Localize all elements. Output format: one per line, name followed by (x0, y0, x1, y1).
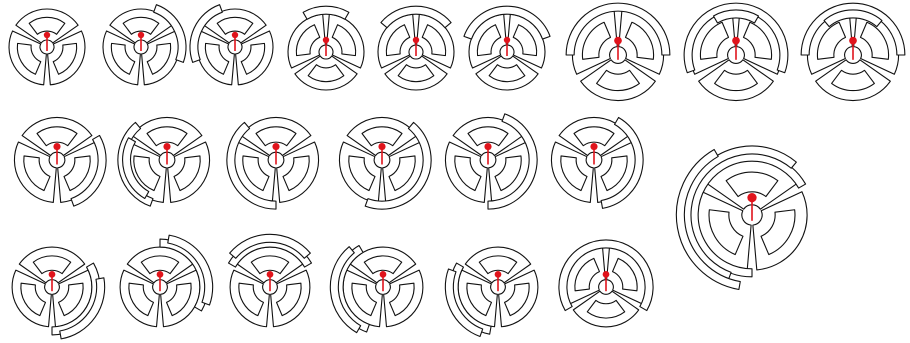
red-pin-icon (138, 32, 144, 51)
red-pin-icon (603, 271, 610, 291)
maze-puzzle (103, 5, 186, 85)
red-pin-icon (53, 143, 60, 165)
pin-head (747, 193, 756, 202)
maze-puzzle (339, 117, 431, 209)
maze-puzzle (445, 247, 538, 336)
red-pin-icon (44, 32, 50, 51)
maze-puzzle (227, 117, 319, 209)
pin-head (49, 271, 56, 278)
maze-puzzle (551, 117, 643, 208)
pin-head (603, 271, 610, 278)
pin-head (590, 143, 597, 150)
maze-puzzle (12, 247, 105, 339)
red-pin-icon (378, 143, 385, 165)
pin-head (138, 32, 144, 38)
maze-puzzle (330, 246, 423, 333)
red-pin-icon (380, 271, 387, 291)
maze-puzzle (190, 5, 273, 85)
red-pin-icon (267, 271, 274, 291)
pin-head (732, 37, 740, 45)
maze-puzzle (14, 117, 106, 206)
red-pin-icon (504, 37, 510, 56)
red-pin-icon (614, 37, 622, 60)
pin-head (849, 37, 857, 45)
pin-head (378, 143, 385, 150)
red-pin-icon (732, 37, 740, 60)
maze-puzzle (445, 114, 537, 209)
pin-head (157, 271, 164, 278)
red-pin-icon (157, 271, 164, 291)
maze-channel (303, 6, 349, 19)
red-pin-icon (49, 271, 56, 291)
pin-head (495, 271, 502, 278)
pin-head (232, 32, 238, 38)
red-pin-icon (163, 143, 170, 165)
red-pin-icon (495, 271, 502, 291)
red-pin-icon (272, 143, 279, 165)
pin-head (504, 37, 510, 43)
red-pin-icon (484, 143, 491, 165)
pin-head (323, 37, 329, 43)
red-pin-icon (413, 37, 419, 56)
red-pin-icon (323, 37, 329, 56)
red-pin-icon (232, 32, 238, 51)
pin-head (272, 143, 279, 150)
maze-puzzle (676, 146, 807, 289)
pin-head (53, 143, 60, 150)
pin-head (267, 271, 274, 278)
maze-puzzle (118, 117, 210, 206)
pin-head (413, 37, 419, 43)
red-pin-icon (590, 143, 597, 165)
pin-head (44, 32, 50, 38)
red-pin-icon (747, 193, 756, 221)
red-pin-icon (849, 37, 857, 60)
pin-head (380, 271, 387, 278)
maze-puzzle (120, 235, 213, 327)
pin-head (163, 143, 170, 150)
pin-head (484, 143, 491, 150)
pin-head (614, 37, 622, 45)
